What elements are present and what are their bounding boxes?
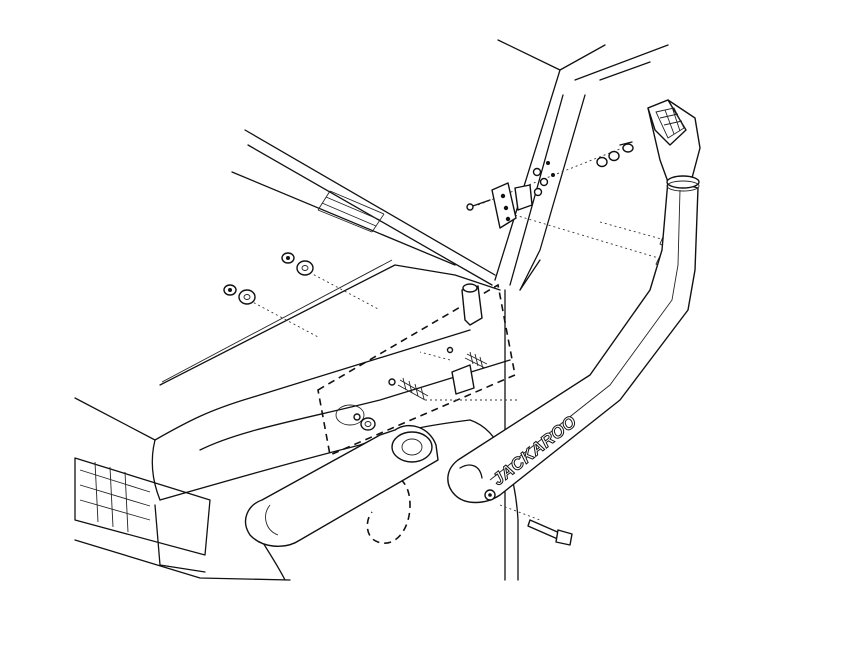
air-ram-head xyxy=(647,99,701,192)
clip-parts xyxy=(388,283,488,401)
bonnet-vent xyxy=(317,190,385,233)
pillar-bracket xyxy=(491,182,533,229)
inner-guard-outline xyxy=(317,283,516,457)
washer-1 xyxy=(238,289,256,305)
windscreen-frame xyxy=(494,39,669,291)
bonnet xyxy=(159,129,501,386)
bracket-fasteners xyxy=(466,141,634,211)
guard-hole xyxy=(335,404,376,431)
headlight-grille xyxy=(74,457,291,581)
lower-bolt xyxy=(527,519,573,546)
snorkel-body: JACKAROO xyxy=(447,179,699,504)
nut-2 xyxy=(281,252,295,264)
intake-pipe xyxy=(244,425,439,547)
washer-2 xyxy=(296,260,314,276)
hood-fasteners xyxy=(223,252,314,305)
nut-1 xyxy=(223,284,237,296)
